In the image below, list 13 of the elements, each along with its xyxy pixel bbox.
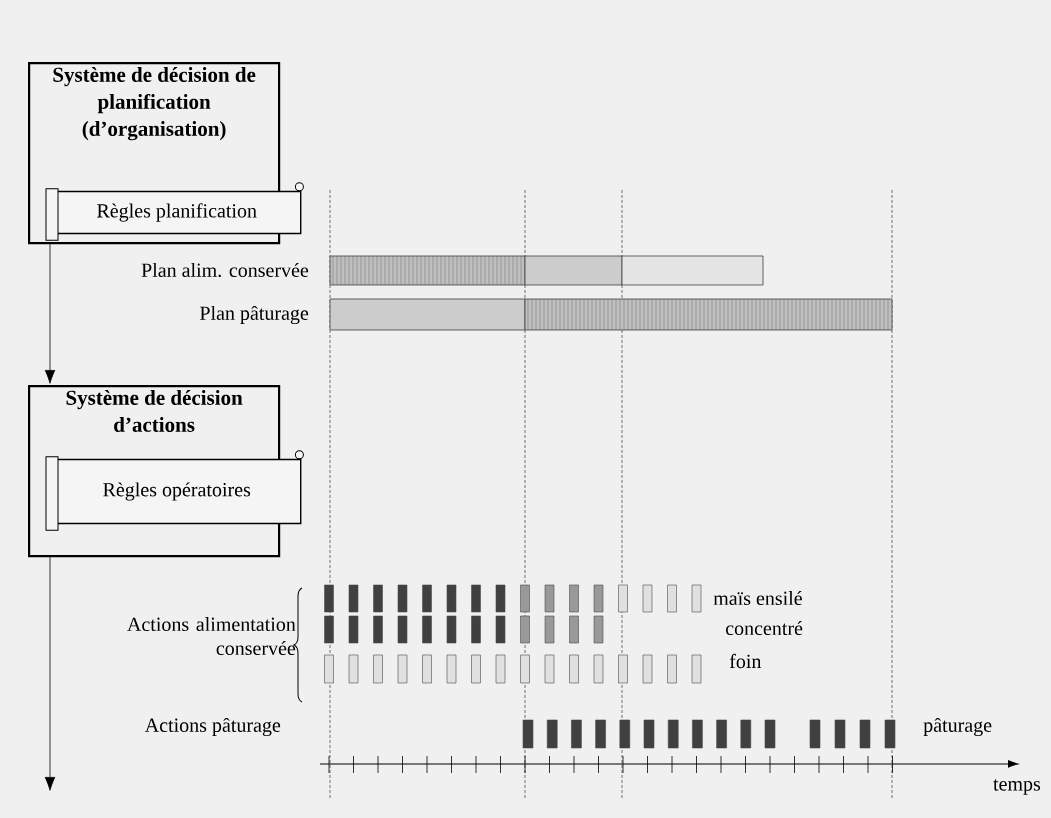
text-label: Actions alimentation conservée (127, 616, 296, 655)
text-label: Actions pâturage (144, 717, 281, 737)
scroll-box: Règles opératoires (45, 450, 304, 531)
text-label: pâturage (923, 717, 992, 737)
text-label: maïs ensilé (713, 590, 802, 606)
scroll-box: Règles planification (45, 182, 304, 241)
text-label: foin (729, 653, 762, 669)
text-label: concentré (726, 620, 803, 636)
text-label: Plan alim. conservée (141, 262, 309, 278)
text-label: Plan pâturage (200, 305, 309, 325)
arrow (44, 243, 56, 384)
arrow (44, 556, 56, 791)
text-label: temps (993, 779, 1041, 795)
